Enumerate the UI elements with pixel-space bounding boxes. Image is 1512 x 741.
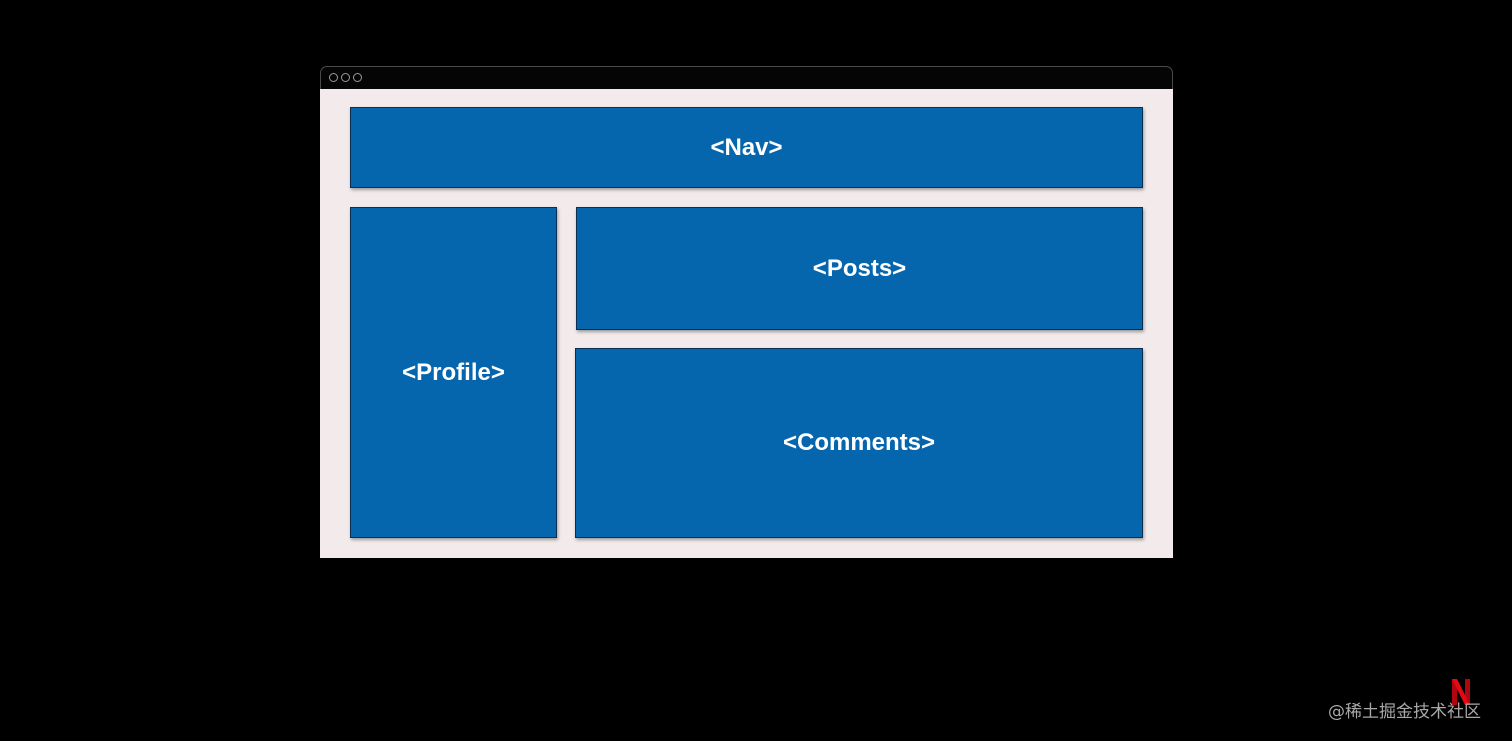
posts-label: <Posts>	[812, 254, 907, 282]
profile-component-box: <Profile>	[350, 207, 557, 538]
profile-label: <Profile>	[402, 358, 505, 386]
window-minimize-dot-icon	[341, 73, 350, 82]
nav-component-box: <Nav>	[350, 107, 1143, 188]
comments-label: <Comments>	[782, 429, 936, 456]
comments-component-box: <Comments>	[575, 348, 1143, 538]
window-close-dot-icon	[329, 73, 338, 82]
netflix-n-logo-icon	[1452, 679, 1470, 705]
browser-window: <Nav> <Profile> <Posts> <Comments>	[320, 66, 1173, 558]
posts-component-box: <Posts>	[576, 207, 1143, 330]
window-content: <Nav> <Profile> <Posts> <Comments>	[320, 89, 1173, 558]
nav-label: <Nav>	[710, 133, 783, 161]
window-maximize-dot-icon	[353, 73, 362, 82]
window-titlebar	[320, 66, 1173, 89]
watermark-text: @稀土掘金技术社区	[1328, 702, 1481, 722]
